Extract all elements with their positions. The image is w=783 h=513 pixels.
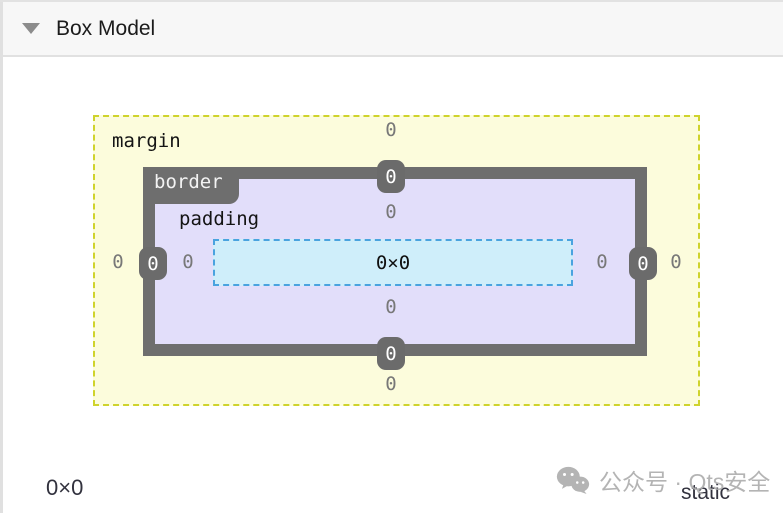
panel-top-border	[0, 0, 783, 2]
border-left-value[interactable]: 0	[139, 247, 167, 280]
watermark: 公众号 · Qts安全	[556, 463, 770, 497]
padding-right-value[interactable]: 0	[596, 251, 608, 273]
border-right-value[interactable]: 0	[629, 247, 657, 280]
border-bottom-value[interactable]: 0	[377, 337, 405, 370]
section-header[interactable]: Box Model	[0, 2, 783, 57]
content-box[interactable]: 0×0	[213, 239, 573, 286]
padding-label: padding	[179, 208, 260, 230]
padding-top-value[interactable]: 0	[385, 201, 397, 223]
margin-top-value[interactable]: 0	[385, 119, 397, 141]
element-dimensions-value: 0×0	[46, 475, 84, 500]
left-edge-strip	[0, 2, 3, 513]
content-size-value[interactable]: 0×0	[375, 251, 411, 274]
watermark-text: 公众号 · Qts安全	[599, 469, 771, 495]
margin-right-value[interactable]: 0	[670, 251, 682, 273]
section-title: Box Model	[56, 16, 156, 40]
position-value: static	[681, 481, 731, 504]
border-label: border	[143, 167, 239, 204]
padding-bottom-value[interactable]: 0	[385, 296, 397, 318]
border-top-value[interactable]: 0	[377, 160, 405, 193]
margin-left-value[interactable]: 0	[112, 251, 124, 273]
collapse-triangle-icon[interactable]	[22, 23, 40, 34]
margin-bottom-value[interactable]: 0	[385, 373, 397, 395]
margin-label: margin	[112, 130, 181, 152]
wechat-icon	[556, 466, 590, 494]
padding-left-value[interactable]: 0	[182, 251, 194, 273]
